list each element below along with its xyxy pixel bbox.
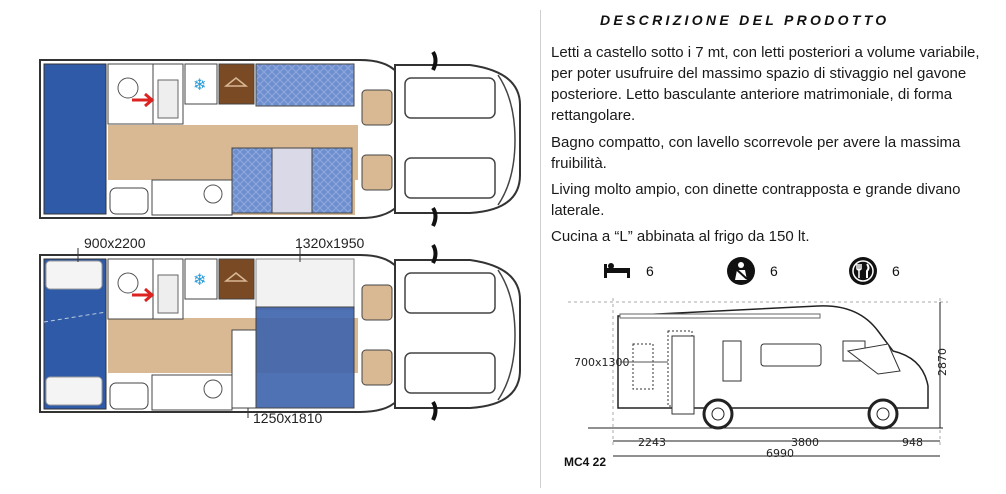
rear-overhang-dimension: 2243: [638, 436, 666, 449]
height-dimension: 2870: [936, 348, 949, 376]
floorplan-drawing: ❄: [39, 50, 521, 421]
wheelbase-dimension: 3800: [791, 436, 819, 449]
dining-count: 6: [892, 263, 900, 279]
description-paragraph: Living molto ampio, con dinette contrapp…: [551, 181, 961, 219]
dining-capacity: 6: [848, 257, 900, 285]
description-paragraph: Letti a castello sotto i 7 mt, con letti…: [551, 44, 980, 124]
bed-icon: [604, 263, 630, 278]
svg-text:❄: ❄: [193, 77, 206, 94]
description-paragraph: Cucina a “L” abbinata al frigo da 150 lt…: [551, 228, 810, 245]
section-title: DESCRIZIONE DEL PRODOTTO: [600, 12, 890, 28]
seatbelt-icon: [727, 257, 755, 285]
seatbelt-capacity: 6: [726, 257, 778, 285]
model-code: MC4 22: [564, 455, 606, 469]
front-overhang-dimension: 948: [902, 436, 923, 449]
floor-plans: ❄: [39, 50, 521, 426]
svg-text:❄: ❄: [193, 272, 206, 289]
description-panel: DESCRIZIONE DEL PRODOTTO Letti a castell…: [548, 0, 1000, 489]
seatbelt-count: 6: [770, 263, 778, 279]
sleeping-capacity: 6: [602, 258, 654, 284]
bed-size-rear: 900x2200: [84, 235, 146, 251]
floorplan-night: ❄: [39, 243, 521, 421]
sleeping-count: 6: [646, 263, 654, 279]
floorplan-day: ❄: [39, 50, 521, 227]
column-divider: [540, 10, 541, 488]
side-elevation: 2870 700x1300 2243 3800 948 6990 MC4 22: [564, 298, 949, 469]
description-paragraph: Bagno compatto, con lavello scorrevole p…: [551, 134, 961, 172]
bed-size-dinette: 1250x1810: [253, 410, 323, 426]
dining-icon: [849, 257, 877, 285]
total-length-dimension: 6990: [766, 447, 794, 460]
door-dimension: 700x1300: [574, 356, 630, 369]
bed-size-dropdown: 1320x1950: [295, 235, 365, 251]
